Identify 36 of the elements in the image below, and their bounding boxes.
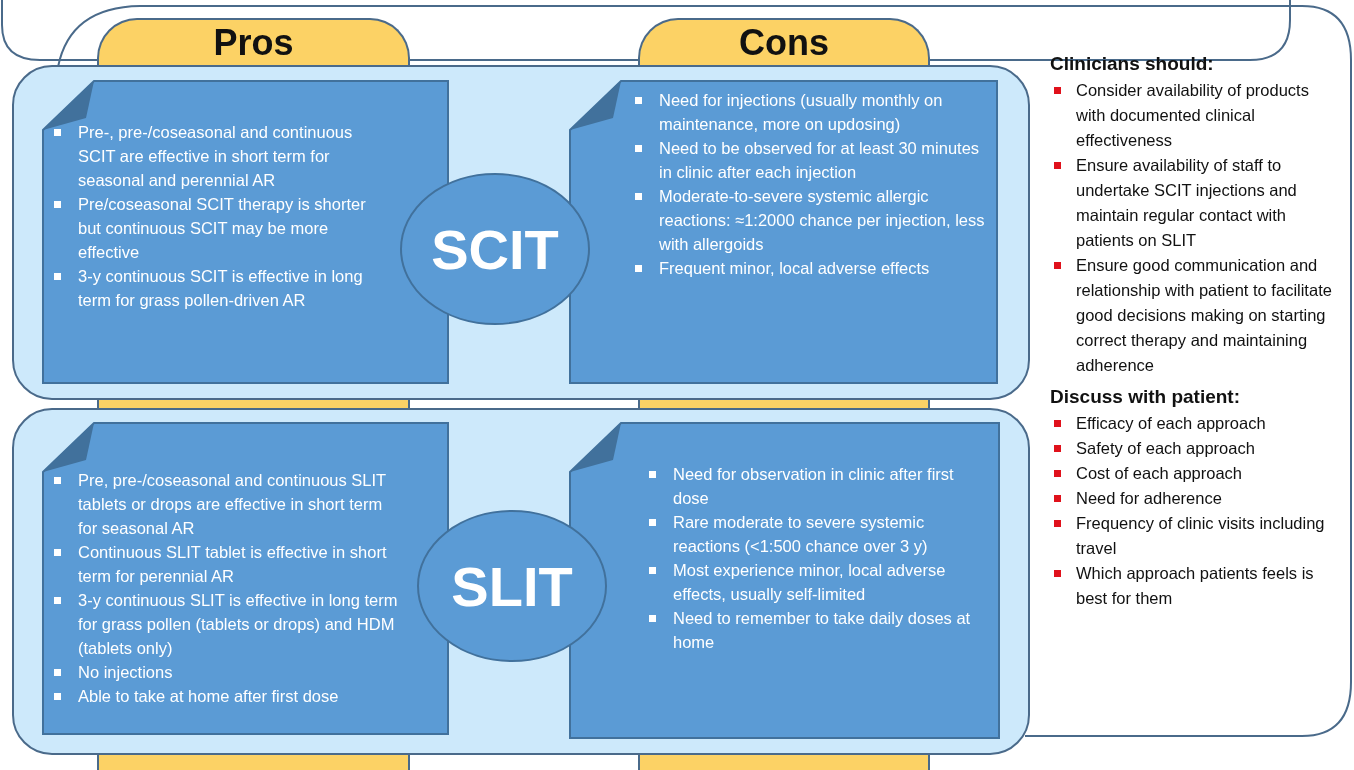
bullet-text: 3-y continuous SCIT is effective in long term for grass pollen-driven AR [46, 264, 383, 312]
bullet-text: 3-y continuous SLIT is effective in long term for grass pollen (tablets or drops) and HDM (tablets only) [46, 588, 399, 660]
bullet-text: Need for adherence [1050, 486, 1342, 511]
ellipse-title: SCIT [431, 216, 559, 282]
section-heading: Discuss with patient: [1050, 385, 1242, 409]
bullet-text: Most experience minor, local adverse effects, usually self-limited [641, 558, 990, 606]
bullet-text: Moderate-to-severe systemic allergic reactions: ≈1:2000 chance per injection, less with allergoids [627, 184, 988, 256]
bullet-text: Pre, pre-/coseasonal and continuous SLIT tablets or drops are effective in short term for seasonal AR [46, 468, 399, 540]
bullet-text: No injections [46, 660, 399, 684]
band-panel [12, 65, 1030, 400]
bullet-text: Safety of each approach [1050, 436, 1342, 461]
bullet-text: Continuous SLIT tablet is effective in short term for perennial AR [46, 540, 399, 588]
bullet-text: Cost of each approach [1050, 461, 1342, 486]
label-ellipse [400, 173, 590, 325]
bullet-text: Need to be observed for at least 30 minutes in clinic after each injection [627, 136, 988, 184]
ellipse-title: SLIT [451, 553, 573, 619]
bullet-text: Which approach patients feels is best for them [1050, 561, 1342, 611]
bullet-text: Able to take at home after first dose [46, 684, 399, 708]
bullet-text: Consider availability of products with documented clinical effectiveness [1050, 78, 1342, 153]
bullet-text: Ensure availability of staff to undertake SCIT injections and maintain regular contact with patients on SLIT [1050, 153, 1342, 253]
bullet-text: Frequency of clinic visits including travel [1050, 511, 1342, 561]
cons-note [569, 80, 998, 384]
bullet-text: Pre-, pre-/coseasonal and continuous SCIT are effective in short term for seasonal and perennial AR [46, 120, 383, 192]
bullet-text: Ensure good communication and relationship with patient to facilitate good decisions making on starting correct therapy and maintaining adherence [1050, 253, 1342, 378]
tab-title: Pros [213, 22, 294, 64]
bullet-text: Frequent minor, local adverse effects [627, 256, 988, 280]
bullet-text: Need for injections (usually monthly on maintenance, more on updosing) [627, 88, 988, 136]
pros-note [42, 422, 449, 735]
band-panel [12, 408, 1030, 755]
bullet-text: Pre/coseasonal SCIT therapy is shorter but continuous SCIT may be more effective [46, 192, 383, 264]
bullet-text: Efficacy of each approach [1050, 411, 1342, 436]
bullet-text: Need to remember to take daily doses at home [641, 606, 990, 654]
tab-title: Cons [739, 22, 829, 64]
bullet-text: Need for observation in clinic after first dose [641, 462, 990, 510]
bullet-text: Rare moderate to severe systemic reactions (<1:500 chance over 3 y) [641, 510, 990, 558]
label-ellipse [417, 510, 607, 662]
